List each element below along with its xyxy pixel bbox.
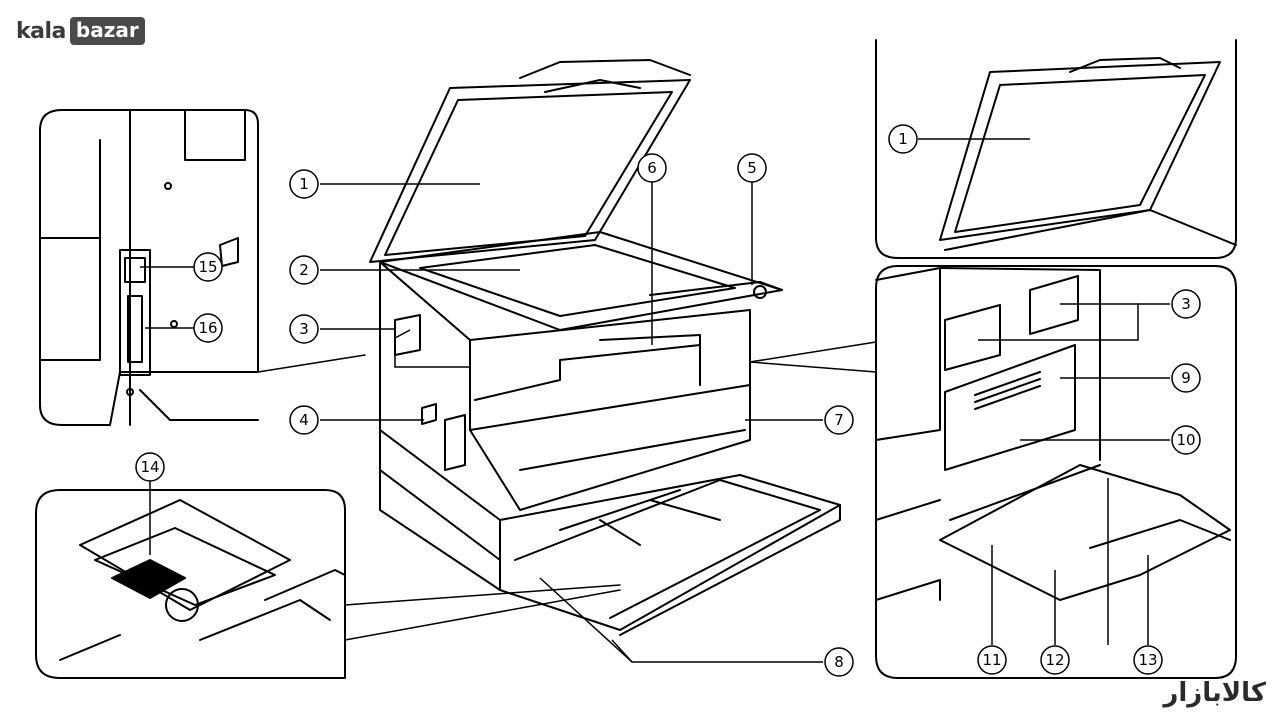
kalabazar-logo: kala bazar: [16, 16, 145, 46]
callout-label: 15: [198, 258, 217, 276]
callout-label: 2: [299, 261, 309, 279]
callout-label: 7: [834, 411, 844, 429]
callout-label: 1: [898, 130, 908, 148]
kalabazar-watermark: کالابازار: [1163, 678, 1266, 708]
callout-4: 4: [289, 405, 319, 435]
callout-label: 12: [1045, 651, 1064, 669]
callout-label: 8: [834, 653, 844, 671]
callout-label: 3: [1181, 295, 1191, 313]
callout-11: 11: [977, 645, 1007, 675]
callout-15: 15: [193, 252, 223, 282]
callout-label: 11: [982, 651, 1001, 669]
callout-label: 14: [140, 458, 159, 476]
tray-release-inset: [35, 489, 346, 679]
callout-label: 13: [1138, 651, 1157, 669]
callout-16: 16: [193, 313, 223, 343]
callouts: 1 2 3 4 5 6 7 8 1 3 9 10 11 12 13 14 15 …: [135, 124, 1201, 677]
callout-1-inset: 1: [888, 124, 918, 154]
callout-1-main: 1: [289, 169, 319, 199]
callout-8: 8: [824, 647, 854, 677]
callout-2: 2: [289, 255, 319, 285]
callout-label: 5: [747, 159, 757, 177]
copier-main-unit: [369, 59, 841, 636]
callout-label: 4: [299, 411, 309, 429]
callout-label: 3: [299, 320, 309, 338]
cover-inset: [875, 39, 1237, 259]
callout-6: 6: [637, 153, 667, 183]
callout-9: 9: [1171, 363, 1201, 393]
callout-13: 13: [1133, 645, 1163, 675]
callout-7: 7: [824, 405, 854, 435]
bypass-tray-inset: [875, 265, 1237, 679]
logo-kala-text: kala: [16, 18, 66, 44]
logo-bazar-text: bazar: [69, 17, 145, 45]
callout-label: 9: [1181, 369, 1191, 387]
callout-3-inset: 3: [1171, 289, 1201, 319]
callout-12: 12: [1040, 645, 1070, 675]
callout-3-main: 3: [289, 314, 319, 344]
callout-14: 14: [135, 452, 165, 482]
callout-label: 1: [299, 175, 309, 193]
callout-label: 16: [198, 319, 217, 337]
leader-lines: [140, 138, 1170, 663]
callout-10: 10: [1171, 425, 1201, 455]
callout-label: 6: [647, 159, 657, 177]
callout-5: 5: [737, 153, 767, 183]
rear-panel-inset: [39, 109, 259, 426]
callout-label: 10: [1176, 431, 1195, 449]
